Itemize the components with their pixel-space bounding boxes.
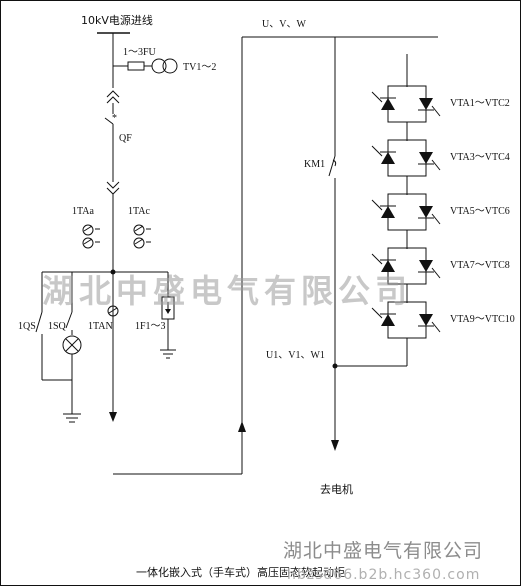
thyristor-icon	[419, 98, 433, 110]
watermark-company: 湖北中盛电气有限公司	[42, 272, 412, 310]
soft-starter-branch: U、V、W KM1 VTA1～VTC2VTA3～VTC4VTA5～VTC6VTA…	[113, 19, 515, 496]
thyristor-module: VTA9～VTC10	[371, 301, 515, 341]
bus-top-label: U、V、W	[262, 19, 306, 30]
thyristor-icon	[419, 206, 433, 218]
thyristor-icon	[381, 314, 395, 326]
tv-coil-1	[151, 58, 167, 74]
thyristor-label: VTA5～VTC6	[450, 206, 510, 217]
source-label: 10kV电源进线	[81, 13, 153, 27]
qs-label: 1QS	[18, 321, 36, 332]
thyristor-stack: VTA1～VTC2VTA3～VTC4VTA5～VTC6VTA7～VTC8VTA9…	[371, 85, 515, 341]
breaker-label: QF	[119, 133, 132, 144]
ct-c-symbol	[133, 224, 151, 249]
sq-label: 1SQ	[48, 321, 67, 332]
switch-qs-symbol	[35, 311, 43, 333]
breaker-qf-symbol	[104, 117, 114, 125]
thyristor-label: VTA1～VTC2	[450, 98, 510, 109]
up-arrow-icon	[238, 421, 246, 432]
tan-label: 1TAN	[88, 321, 113, 332]
contactor-km1-symbol	[328, 155, 336, 177]
watermark-url: hbzsd66.b2b.hc360.com	[287, 567, 480, 583]
diagram-caption: 一体化嵌入式（手车式）高压固态软起动柜	[136, 565, 345, 579]
thyristor-label: VTA3～VTC4	[450, 152, 510, 163]
ct-c-label: 1TAc	[128, 206, 151, 217]
thyristor-icon	[419, 260, 433, 272]
thyristor-icon	[381, 152, 395, 164]
svg-text:*: *	[112, 113, 117, 124]
thyristor-icon	[419, 314, 433, 326]
thyristor-icon	[381, 98, 395, 110]
thyristor-module: VTA5～VTC6	[371, 193, 510, 248]
thyristor-module: VTA7～VTC8	[371, 247, 510, 302]
motor-label: 去电机	[320, 482, 353, 496]
ct-a-label: 1TAa	[72, 206, 95, 217]
ct-a-symbol	[82, 224, 100, 249]
thyristor-icon	[381, 206, 395, 218]
thyristor-label: VTA9～VTC10	[450, 314, 515, 325]
thyristor-icon	[381, 260, 395, 272]
switch-sq-symbol	[65, 311, 73, 329]
thyristor-module: VTA1～VTC2	[371, 85, 510, 140]
watermark-company-small: 湖北中盛电气有限公司	[283, 540, 483, 562]
fuse-label: 1～3FU	[123, 47, 157, 58]
thyristor-icon	[419, 152, 433, 164]
fuse-symbol	[127, 61, 145, 71]
tv-coil-2	[162, 58, 178, 74]
thyristor-module: VTA3～VTC4	[371, 139, 510, 194]
down-arrow-icon	[331, 440, 339, 451]
f1-label: 1F1～3	[135, 321, 166, 332]
upper-plug-contact	[106, 90, 120, 104]
ct-tan-symbol	[107, 305, 119, 317]
down-arrow-icon	[109, 412, 117, 422]
lower-plug-contact	[106, 181, 120, 195]
tv-label: TV1～2	[183, 62, 216, 73]
km-label: KM1	[304, 159, 325, 170]
thyristor-label: VTA7～VTC8	[450, 260, 510, 271]
bus-bottom-label: U1、V1、W1	[266, 350, 325, 361]
feeder-branch: 10kV电源进线 1～3FU TV1～2 * QF 1TAa 1TAc	[18, 13, 216, 423]
